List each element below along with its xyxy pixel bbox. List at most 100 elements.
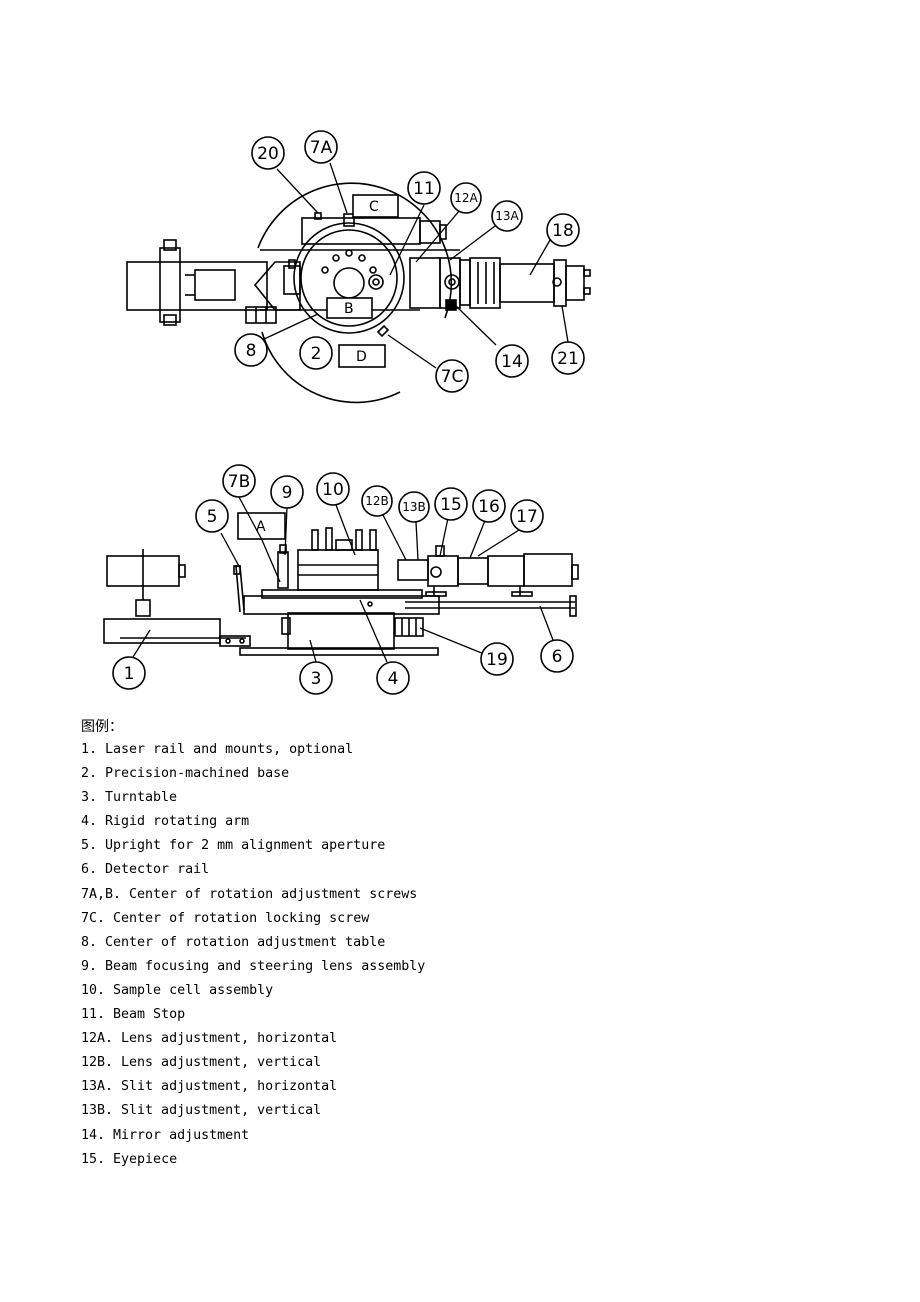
svg-text:14: 14 <box>501 352 523 372</box>
legend-item: 13B. Slit adjustment, vertical <box>81 1099 841 1123</box>
legend-item-text: Lens adjustment, vertical <box>121 1055 322 1071</box>
legend-item: 1.Laser rail and mounts, optional <box>81 738 841 762</box>
legend-item-text: Slit adjustment, vertical <box>121 1103 322 1119</box>
legend-item: 15. Eyepiece <box>81 1148 841 1172</box>
svg-text:8: 8 <box>246 341 257 361</box>
callout-14 <box>495 344 529 378</box>
legend-item: 8. Center of rotation adjustment table <box>81 931 841 955</box>
laser-rail <box>126 261 268 311</box>
svg-text:16: 16 <box>478 497 500 517</box>
legend-item: 12B.Lens adjustment, vertical <box>81 1051 841 1075</box>
svg-text:C: C <box>369 199 379 215</box>
legend-item-text: Beam Stop <box>113 1007 186 1023</box>
svg-text:9: 9 <box>282 483 293 503</box>
legend-item: 9. Beam focusing and steering lens assemb… <box>81 955 841 979</box>
legend-item-number: 13A. <box>81 1079 114 1095</box>
svg-text:19: 19 <box>486 650 508 670</box>
legend-item-text: Rigid rotating arm <box>105 814 250 830</box>
callout-15 <box>434 487 468 521</box>
legend-item: 5. Upright for 2 mm alignment aperture <box>81 834 841 858</box>
legend-item: 7A,B. Center of rotation adjustment screw… <box>81 883 841 907</box>
callout-13b <box>398 491 430 523</box>
svg-text:13B: 13B <box>402 500 426 514</box>
legend-item-number: 5. <box>81 838 98 854</box>
legend-item: 2. Precision-machined base <box>81 762 841 786</box>
legend-item-number: 14. <box>81 1127 106 1143</box>
legend-item: 7C. Center of rotation locking screw <box>81 907 841 931</box>
svg-text:18: 18 <box>552 221 574 241</box>
svg-text:7A: 7A <box>310 138 333 158</box>
legend-item-number: 6. <box>81 862 98 878</box>
legend-item-number: 11. <box>81 1007 106 1023</box>
callout-2 <box>299 336 333 370</box>
callout-12b <box>361 485 393 517</box>
callout-11 <box>407 171 441 205</box>
legend-item-number: 8. <box>81 934 98 950</box>
legend-item-text: Detector rail <box>105 862 210 878</box>
svg-text:D: D <box>356 349 367 365</box>
svg-text:12B: 12B <box>365 494 389 508</box>
legend-item-number: 13B. <box>81 1103 114 1119</box>
turntable-circle <box>293 222 405 334</box>
callout-21 <box>551 341 585 375</box>
legend-item: 4. Rigid rotating arm <box>81 810 841 834</box>
callout-9 <box>270 475 304 509</box>
legend-item-text: Sample cell assembly <box>113 982 274 998</box>
legend-heading: 图例： <box>81 719 123 735</box>
side-view-diagram: A 7B 9 10 12B <box>103 464 579 695</box>
legend-item-number: 4. <box>81 814 98 830</box>
callout-6 <box>540 639 574 673</box>
legend-item-text: Center of rotation adjustment screws <box>129 886 418 902</box>
legend-item-text: Center of rotation locking screw <box>113 910 370 926</box>
callout-1 <box>112 656 146 690</box>
legend-item: 3. Turntable <box>81 786 841 810</box>
callout-16 <box>472 489 506 523</box>
legend-item-text: Eyepiece <box>113 1151 178 1167</box>
legend-item-number: 12A. <box>81 1031 114 1047</box>
legend-item-number: 3. <box>81 790 98 806</box>
legend-item-text: Beam focusing and steering lens assembly <box>105 958 426 974</box>
legend-item-number: 7C. <box>81 910 106 926</box>
legend-item-number: 7A,B. <box>81 886 122 902</box>
callout-13a <box>491 200 523 232</box>
legend-item-text: Slit adjustment, horizontal <box>121 1079 338 1095</box>
legend: 图例： 1.Laser rail and mounts, optional 2. P… <box>81 716 841 1172</box>
legend-list: 1.Laser rail and mounts, optional 2. Preci… <box>81 738 841 1172</box>
svg-text:15: 15 <box>440 495 462 515</box>
turntable-side <box>287 612 395 650</box>
svg-text:3: 3 <box>311 669 322 689</box>
box-c <box>352 194 399 218</box>
callout-17 <box>510 499 544 533</box>
legend-item-number: 2. <box>81 766 98 782</box>
legend-item-number: 9. <box>81 958 98 974</box>
svg-text:4: 4 <box>388 669 399 689</box>
svg-text:B: B <box>344 301 354 317</box>
svg-text:17: 17 <box>516 507 538 527</box>
callout-3 <box>299 661 333 695</box>
legend-item-number: 15. <box>81 1151 106 1167</box>
svg-text:7C: 7C <box>441 367 464 387</box>
svg-text:10: 10 <box>322 480 344 500</box>
svg-text:11: 11 <box>413 179 435 199</box>
svg-text:5: 5 <box>207 507 218 527</box>
legend-item-text: Mirror adjustment <box>113 1127 250 1143</box>
svg-text:6: 6 <box>552 647 563 667</box>
laser-rail-side <box>103 618 221 644</box>
legend-item-text: Lens adjustment, horizontal <box>121 1031 338 1047</box>
svg-text:7B: 7B <box>228 472 250 492</box>
callout-4 <box>376 661 410 695</box>
svg-text:A: A <box>256 519 266 535</box>
top-view-diagram: C B D 20 7A 11 12A 13A 18 8 2 7C <box>126 130 591 404</box>
legend-item: 13A. Slit adjustment, horizontal <box>81 1075 841 1099</box>
legend-item: 10. Sample cell assembly <box>81 979 841 1003</box>
svg-text:13A: 13A <box>495 209 519 223</box>
legend-item-number: 10. <box>81 982 106 998</box>
legend-item-text: Center of rotation adjustment table <box>105 934 386 950</box>
callout-7c <box>435 359 469 393</box>
legend-item-text: Turntable <box>105 790 178 806</box>
svg-text:12A: 12A <box>454 191 478 205</box>
svg-text:20: 20 <box>257 144 279 164</box>
svg-text:2: 2 <box>311 344 322 364</box>
legend-item-text: Precision-machined base <box>105 766 290 782</box>
legend-item-text: Upright for 2 mm alignment aperture <box>105 838 386 854</box>
